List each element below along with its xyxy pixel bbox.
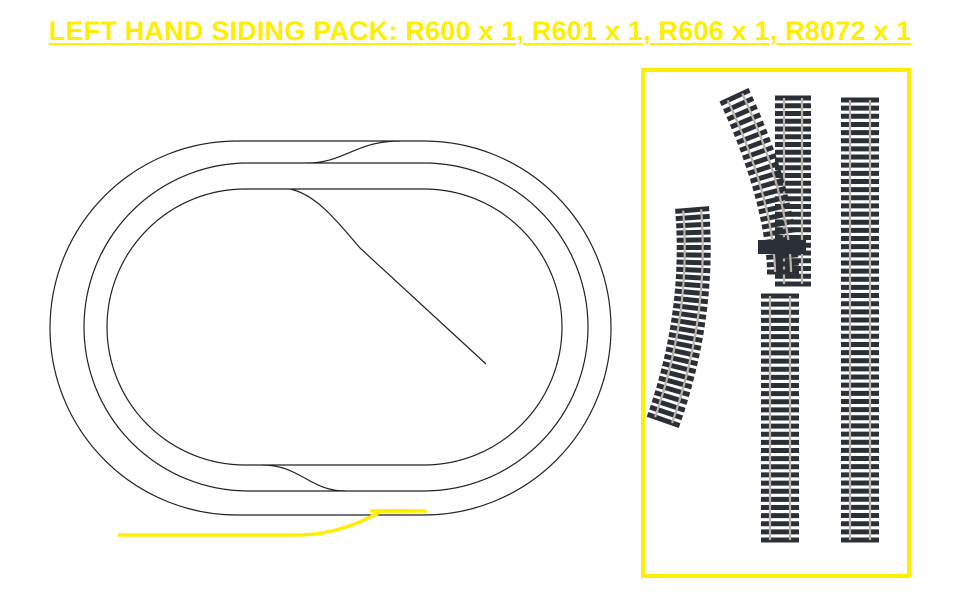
sleeper [758, 202, 791, 215]
highlighted-siding [118, 509, 427, 537]
bottom-crossover-line [261, 464, 346, 492]
sleeper [656, 382, 691, 398]
sleeper [668, 331, 703, 344]
short-straight-track [761, 293, 799, 543]
sleeper [646, 412, 681, 428]
sleeper [752, 177, 785, 192]
curve-track [646, 206, 711, 428]
sleeper [651, 397, 686, 413]
sleeper [754, 185, 787, 200]
sleeper [665, 346, 700, 359]
sleeper [675, 273, 710, 282]
sleeper [663, 353, 699, 367]
sleeper [672, 302, 708, 313]
sleeper [662, 361, 697, 374]
sleeper [729, 112, 762, 130]
sleeper [676, 259, 711, 266]
sleeper [736, 128, 768, 145]
sleeper [669, 324, 705, 336]
sleeper [744, 153, 777, 169]
sleeper [762, 227, 796, 238]
sleeper [676, 237, 711, 243]
sleeper [653, 390, 688, 405]
sleeper [658, 375, 693, 390]
sleeper [749, 169, 782, 184]
inner-track-edge [106, 188, 563, 466]
sleeper [733, 120, 765, 138]
sleeper [739, 136, 771, 153]
sleeper [675, 281, 710, 289]
sleeper [726, 104, 758, 122]
point-motor-base [758, 240, 806, 254]
long-straight-track [841, 97, 879, 543]
sleeper [742, 144, 774, 161]
sleeper [756, 194, 789, 207]
left-hand-point [719, 87, 811, 287]
page-title: LEFT HAND SIDING PACK: R600 x 1, R601 x … [48, 16, 912, 46]
rail [671, 209, 704, 424]
sleeper [674, 288, 709, 297]
rail [654, 210, 686, 418]
sleeper [761, 218, 794, 230]
sleeper [719, 87, 751, 107]
sleeper [672, 310, 707, 320]
track-pieces-photo-frame [641, 68, 911, 578]
sleeper [667, 339, 702, 351]
sleeper [676, 266, 711, 274]
oval-track-lines [49, 140, 612, 516]
sleeper [670, 317, 706, 328]
sleeper [675, 206, 710, 214]
sleeper [660, 368, 695, 382]
track-pieces-photo [646, 87, 879, 543]
sleeper [723, 96, 755, 114]
sleeper [747, 161, 780, 176]
sleeper [759, 210, 793, 223]
sleeper [675, 213, 710, 222]
top-crossover-line [306, 140, 401, 164]
sleeper [649, 404, 684, 421]
sleeper [676, 229, 711, 236]
sleeper [766, 252, 799, 260]
siding-line [289, 188, 487, 365]
sleeper [766, 260, 799, 268]
middle-track-edge [83, 162, 589, 492]
sleeper [673, 295, 709, 305]
sleeper [676, 221, 711, 229]
outer-track-edge [49, 140, 612, 516]
